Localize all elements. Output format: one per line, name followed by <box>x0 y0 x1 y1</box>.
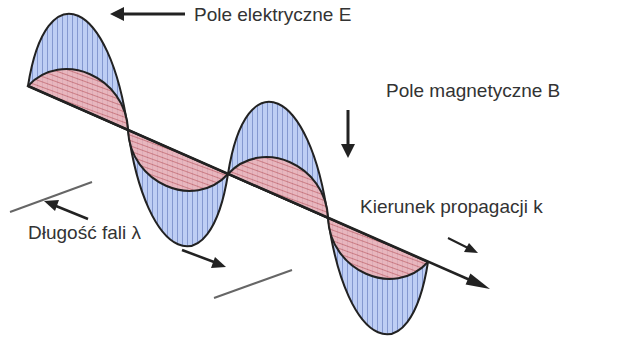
field-label: Długość fali λ <box>26 222 143 245</box>
field-label: Pole magnetyczne B <box>384 80 562 103</box>
field-label: Kierunek propagacji k <box>358 196 545 219</box>
field-label: Pole elektryczne E <box>192 4 353 27</box>
wavelength-markers <box>10 182 292 298</box>
propagation-axis <box>28 86 490 289</box>
